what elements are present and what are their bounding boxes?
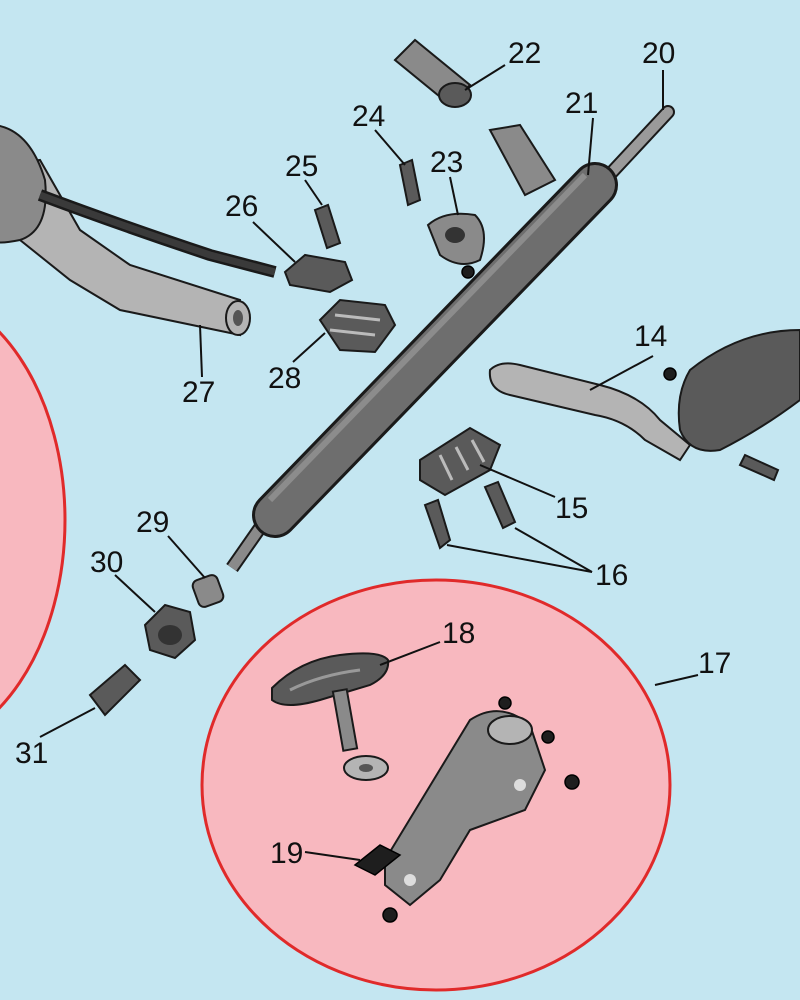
part-label-19: 19 [270, 837, 303, 870]
part-labels: 14 15 16 17 18 19 20 21 22 23 24 25 26 2… [15, 37, 731, 870]
part-label-25: 25 [285, 150, 318, 183]
part-label-15: 15 [555, 492, 588, 525]
bracket-assembly-17 [271, 652, 580, 923]
clamp-block-15 [419, 426, 517, 550]
end-parts-lower-left [88, 574, 225, 717]
part-label-24: 24 [352, 100, 385, 133]
right-handle-assembly [488, 328, 800, 482]
part-label-29: 29 [136, 506, 169, 539]
part-label-23: 23 [430, 146, 463, 179]
part-label-26: 26 [225, 190, 258, 223]
left-handle-assembly [0, 125, 277, 337]
part-label-30: 30 [90, 546, 123, 579]
main-tube-assembly [226, 105, 675, 573]
part-label-31: 31 [15, 737, 48, 770]
part-label-21: 21 [565, 87, 598, 120]
part-label-18: 18 [442, 617, 475, 650]
clamp-parts-upper-right [393, 38, 557, 279]
tube-body [255, 165, 615, 535]
part-label-17: 17 [698, 647, 731, 680]
part-label-28: 28 [268, 362, 301, 395]
part-label-14: 14 [634, 320, 667, 353]
clamp-parts-upper-left [283, 203, 397, 354]
part-label-22: 22 [508, 37, 541, 70]
leader-lines [39, 64, 699, 861]
part-label-16: 16 [595, 559, 628, 592]
highlight-circle-left [0, 330, 67, 710]
part-label-27: 27 [182, 376, 215, 409]
part-label-20: 20 [642, 37, 675, 70]
